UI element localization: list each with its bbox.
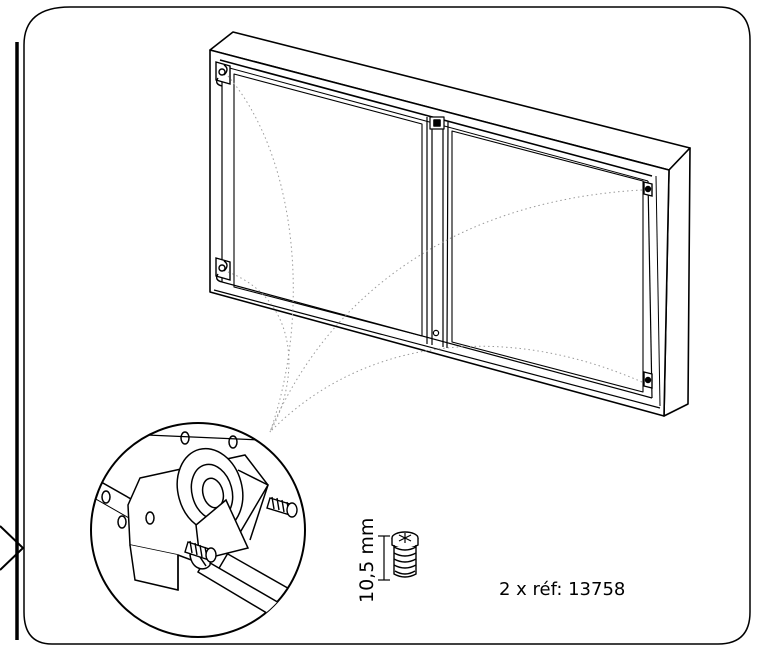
part-quantity-reference: 2 x réf: 13758: [499, 579, 625, 600]
cabinet-inner-right-2: [655, 175, 661, 407]
center-mullion: [426, 117, 449, 349]
screw-dimension-bracket: [378, 535, 390, 581]
detail-screw-1: [266, 496, 298, 518]
cabinet-inner-bottom-2: [221, 281, 653, 399]
guide-lines: [227, 75, 643, 433]
hinge-bottom-left: [215, 257, 231, 283]
right-door-panel: [451, 130, 644, 393]
door-knob: [432, 329, 440, 337]
page-frame: [23, 6, 751, 645]
cabinet-front: [209, 49, 670, 417]
panel-hole-2: [117, 515, 127, 529]
detail-screw-2: [184, 540, 217, 563]
cabinet-hinges: [215, 61, 653, 389]
hinge-bottom-right: [643, 371, 653, 389]
left-door-panel: [233, 73, 423, 337]
cabinet-inner-right: [647, 180, 653, 399]
detail-callout: [90, 422, 306, 638]
screw-dimension-label: 10,5 mm: [356, 518, 378, 603]
hinge-top-right: [643, 181, 653, 197]
next-step-arrow[interactable]: [0, 525, 25, 571]
hinge-top-left: [215, 61, 231, 87]
screw-part-icon: [391, 531, 419, 578]
panel-hole-4: [228, 435, 238, 449]
cabinet-inner-bottom: [213, 289, 661, 409]
cabinet: [209, 31, 691, 417]
panel-hole-3: [180, 431, 190, 445]
panel-hole-1: [101, 490, 111, 504]
